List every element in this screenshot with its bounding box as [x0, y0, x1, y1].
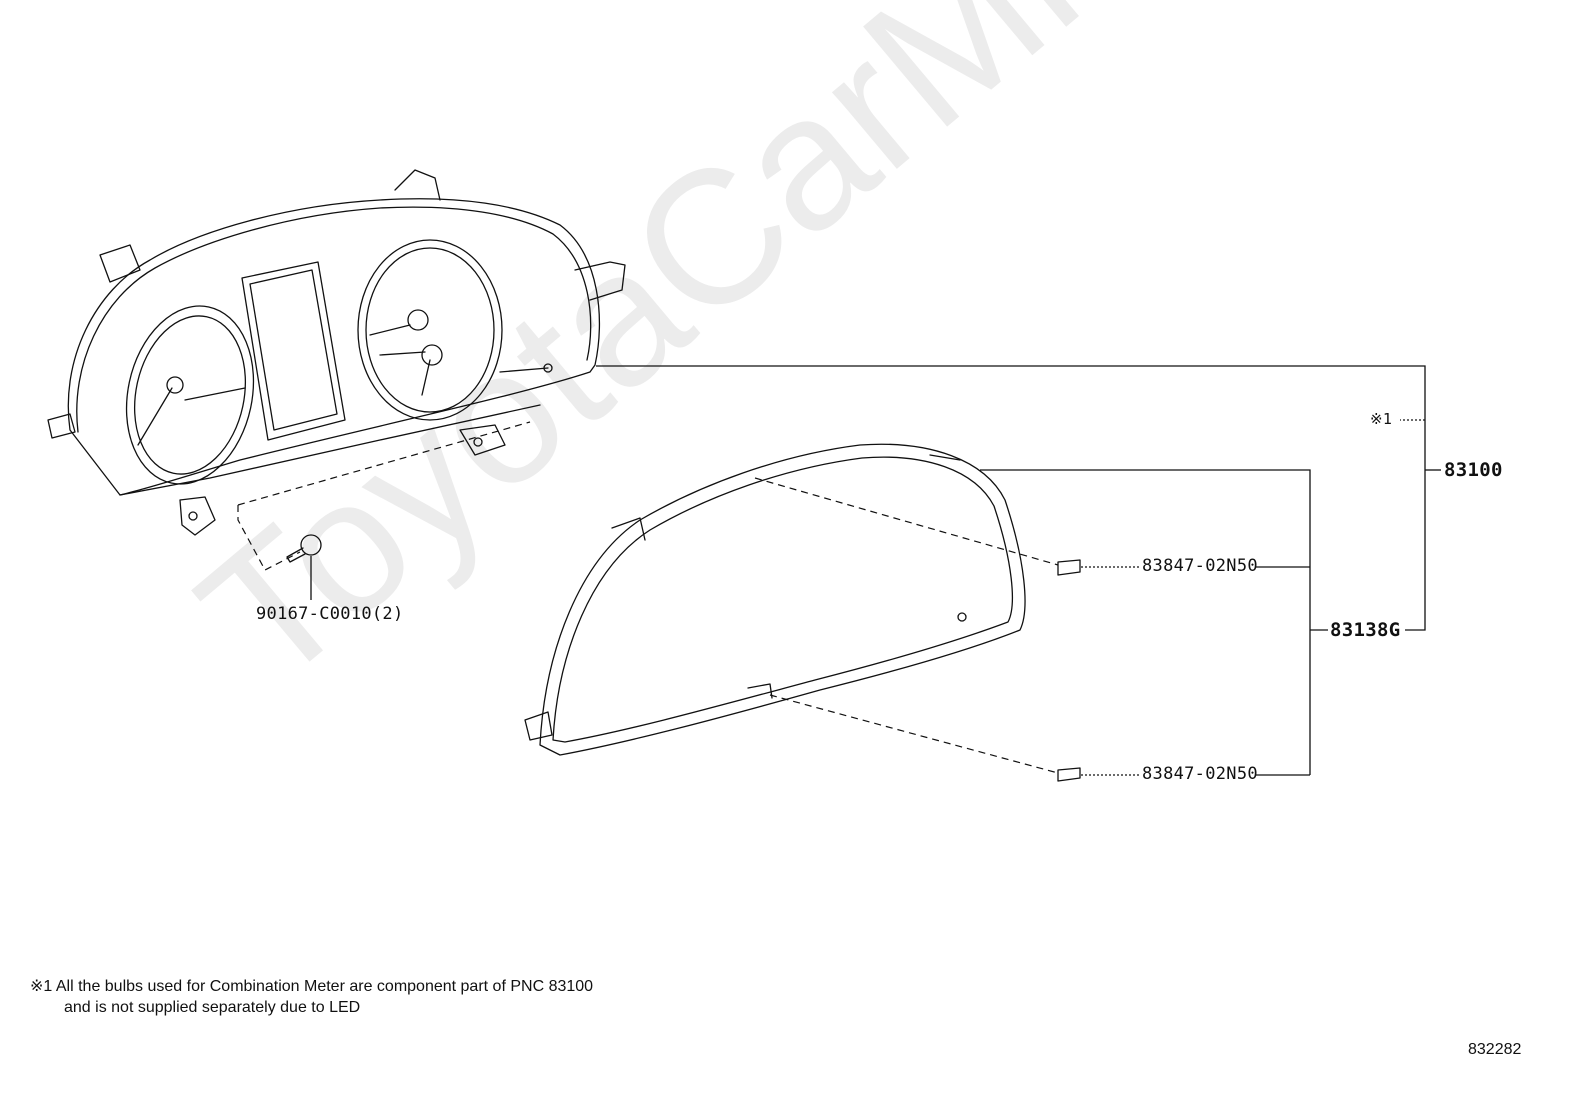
leader-lines — [310, 365, 1441, 776]
screw-drawing — [286, 534, 322, 563]
meter-assembly-part-number: 83100 — [1444, 459, 1503, 481]
assembly-dashed-lines — [237, 421, 1059, 774]
screw-part-number: 90167-C0010(2) — [256, 604, 404, 624]
footnote-line-2: and is not supplied separately due to LE… — [64, 999, 361, 1016]
combination-meter-drawing — [47, 169, 626, 536]
clip-lower-part-number: 83847-02N50 — [1142, 764, 1258, 784]
glass-part-number: 83138G — [1330, 619, 1401, 641]
footnote-line-1: ※1 All the bulbs used for Combination Me… — [30, 978, 594, 995]
note-reference-mark: ※1 — [1370, 410, 1393, 428]
figure-id: 832282 — [1468, 1041, 1522, 1058]
meter-glass-drawing — [524, 443, 1081, 782]
clip-upper-part-number: 83847-02N50 — [1142, 556, 1258, 576]
